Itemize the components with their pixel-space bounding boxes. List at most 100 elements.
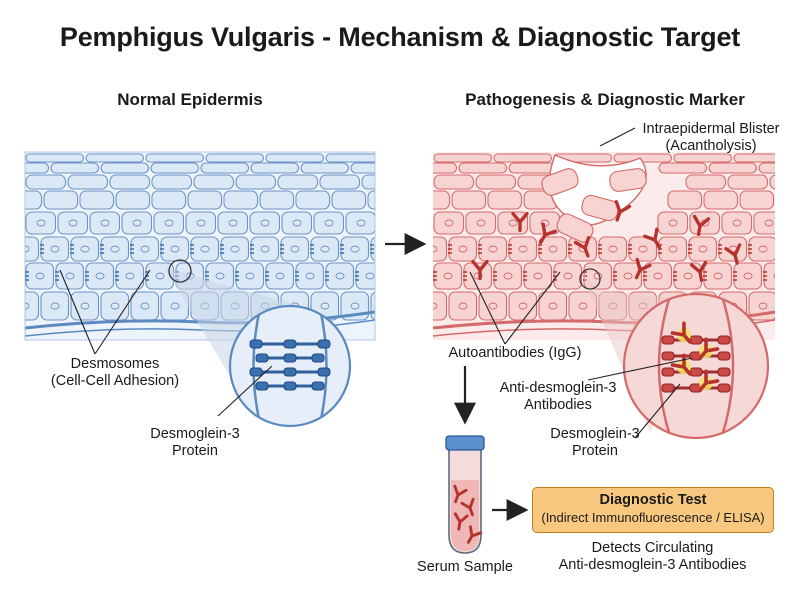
- cell-nucleus: [35, 272, 45, 280]
- epidermal-cell: [160, 236, 190, 262]
- desmosome-magnifier: [165, 259, 352, 428]
- epidermal-cell: [40, 236, 70, 262]
- epidermal-cell: [685, 174, 727, 190]
- detached-cell: [581, 194, 619, 222]
- desmosome-mark: [10, 245, 14, 253]
- desmosome-mark: [448, 244, 452, 254]
- desmoglein-domain: [661, 367, 675, 377]
- antibody-icon: [724, 243, 742, 265]
- epidermal-cell: [217, 211, 249, 235]
- cell-nucleus: [458, 302, 468, 310]
- cell-nucleus: [668, 219, 678, 227]
- desmoglein-domain: [661, 335, 675, 345]
- autoantibodies-label: Autoantibodies (IgG): [448, 345, 582, 361]
- antibody-icon: [643, 227, 661, 249]
- cell-nucleus: [200, 245, 210, 253]
- detached-cell: [541, 168, 579, 196]
- epidermal-cell: [193, 174, 235, 190]
- epidermal-cell: [458, 162, 508, 174]
- cell-nucleus: [508, 219, 518, 227]
- cell-nucleus: [732, 219, 742, 227]
- normal-epidermis-illustration: [10, 151, 389, 341]
- epidermal-cell: [478, 291, 508, 321]
- epidermal-cell: [25, 211, 57, 235]
- cell-nucleus: [170, 245, 180, 253]
- antibody-icon: [614, 200, 632, 222]
- cell-nucleus: [292, 219, 302, 227]
- epidermal-cell: [205, 153, 265, 163]
- cell-nucleus: [444, 219, 454, 227]
- epidermal-cell: [475, 174, 517, 190]
- cell-nucleus: [503, 272, 513, 280]
- cell-nucleus: [25, 302, 30, 310]
- epidermal-cell: [319, 174, 361, 190]
- desmoglein-domain: [317, 339, 331, 349]
- epidermal-cell: [433, 236, 448, 262]
- desmoglein-domain: [311, 353, 325, 363]
- detached-cell: [556, 213, 594, 243]
- diagnostic-test-subtitle: (Indirect Immunofluorescence / ELISA): [541, 510, 765, 525]
- epidermal-cell: [153, 211, 185, 235]
- cell-nucleus: [65, 272, 75, 280]
- epidermal-cell: [613, 153, 673, 163]
- cell-nucleus: [743, 272, 753, 280]
- antibody-icon: [511, 211, 529, 233]
- epidermal-cell: [150, 162, 200, 174]
- antibody-icon: [460, 497, 475, 517]
- epidermal-cell: [733, 262, 763, 290]
- cell-nucleus: [623, 272, 633, 280]
- epidermal-cell: [265, 262, 295, 290]
- epidermal-cell: [70, 236, 100, 262]
- desmoglein-domain: [255, 381, 269, 391]
- epidermal-cell: [493, 153, 553, 163]
- antibody-shape: [689, 260, 708, 282]
- desmosome-mark: [538, 244, 542, 254]
- epidermal-cell: [40, 291, 70, 321]
- epidermal-cell: [688, 236, 718, 262]
- epidermal-cell: [433, 174, 475, 190]
- cell-nucleus: [196, 219, 206, 227]
- desmoglein-domain: [689, 335, 703, 345]
- epidermal-cell: [55, 262, 85, 290]
- desmoglein-domain: [717, 351, 731, 361]
- leader-lines: [59, 127, 693, 439]
- desmosome-mark: [508, 244, 512, 254]
- antibody-shape: [573, 236, 591, 258]
- detects-label: Detects Circulating Anti-desmoglein-3 An…: [540, 540, 765, 573]
- cell-nucleus: [764, 219, 774, 227]
- desmosome-mark: [265, 271, 269, 281]
- cell-nucleus: [110, 302, 120, 310]
- desmosome-mark: [418, 245, 422, 253]
- cell-nucleus: [608, 245, 618, 253]
- desmosome-mark: [100, 244, 104, 254]
- cell-nucleus: [245, 272, 255, 280]
- desmosome-mark: [478, 244, 482, 254]
- antibody-shape: [692, 214, 711, 236]
- cell-nucleus: [381, 303, 389, 309]
- epidermal-cell: [658, 236, 688, 262]
- cell-nucleus: [80, 302, 90, 310]
- epidermal-cell: [250, 162, 300, 174]
- epidermal-cell: [753, 211, 775, 235]
- desmosome-mark: [568, 244, 572, 254]
- epidermal-cell: [748, 236, 775, 262]
- desmoglein-left-line2: Protein: [172, 442, 218, 459]
- epidermal-cell: [465, 211, 497, 235]
- antibody-shape: [471, 259, 489, 281]
- cell-nucleus: [80, 245, 90, 253]
- cell-nucleus: [533, 272, 543, 280]
- desmosome-mark: [493, 271, 497, 281]
- epidermal-cell: [361, 174, 375, 190]
- epidermal-cell: [100, 236, 130, 262]
- epidermal-cell: [355, 262, 375, 290]
- anti-desmoglein-label: Anti-desmoglein-3 Antibodies: [488, 380, 628, 413]
- epidermal-cell: [250, 236, 280, 262]
- desmosome-mark: [703, 271, 707, 281]
- desmoglein-right-label: Desmoglein-3 Protein: [530, 426, 660, 459]
- epidermal-cell: [100, 291, 130, 321]
- antibody-icon: [453, 512, 469, 531]
- cell-nucleus: [36, 219, 46, 227]
- cell-nucleus: [758, 245, 768, 253]
